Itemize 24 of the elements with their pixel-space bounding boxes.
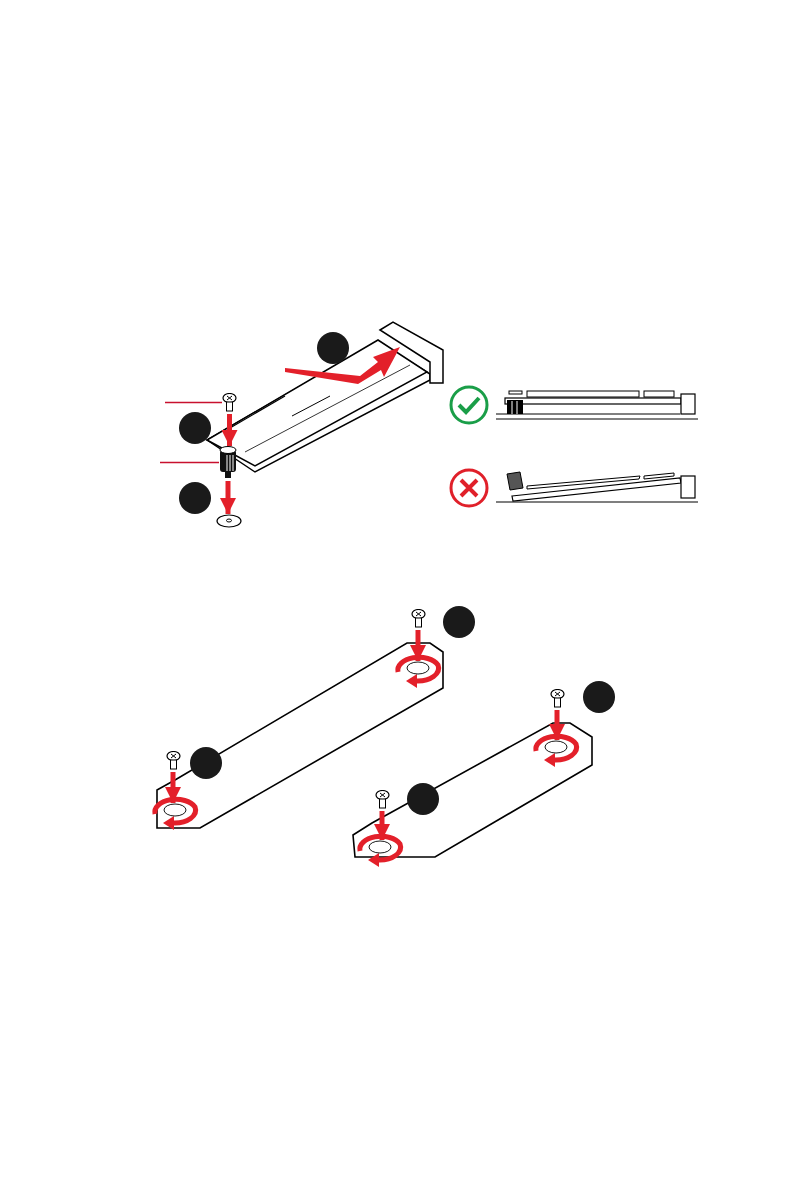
screw-drawing	[410, 609, 426, 628]
leader-line	[159, 461, 220, 464]
step-marker	[317, 332, 349, 364]
mounting-hole	[406, 661, 430, 675]
arrow	[549, 710, 565, 740]
step-marker	[583, 681, 615, 713]
washer-drawing	[216, 514, 242, 528]
screw-drawing	[165, 751, 181, 770]
screw-drawing	[374, 790, 390, 809]
arrow	[374, 811, 390, 840]
mounting-hole	[163, 803, 187, 817]
mounting-hole	[368, 840, 392, 854]
screw-drawing	[549, 689, 565, 708]
mounting-hole	[544, 740, 568, 754]
step-marker	[443, 606, 475, 638]
step-marker	[179, 412, 211, 444]
leader-line	[164, 401, 223, 404]
arrow	[221, 414, 238, 446]
step-marker	[407, 783, 439, 815]
arrow	[220, 481, 236, 514]
screw-drawing	[222, 393, 237, 412]
standoff-drawing	[219, 446, 237, 479]
step-marker	[179, 482, 211, 514]
step-marker	[190, 747, 222, 779]
